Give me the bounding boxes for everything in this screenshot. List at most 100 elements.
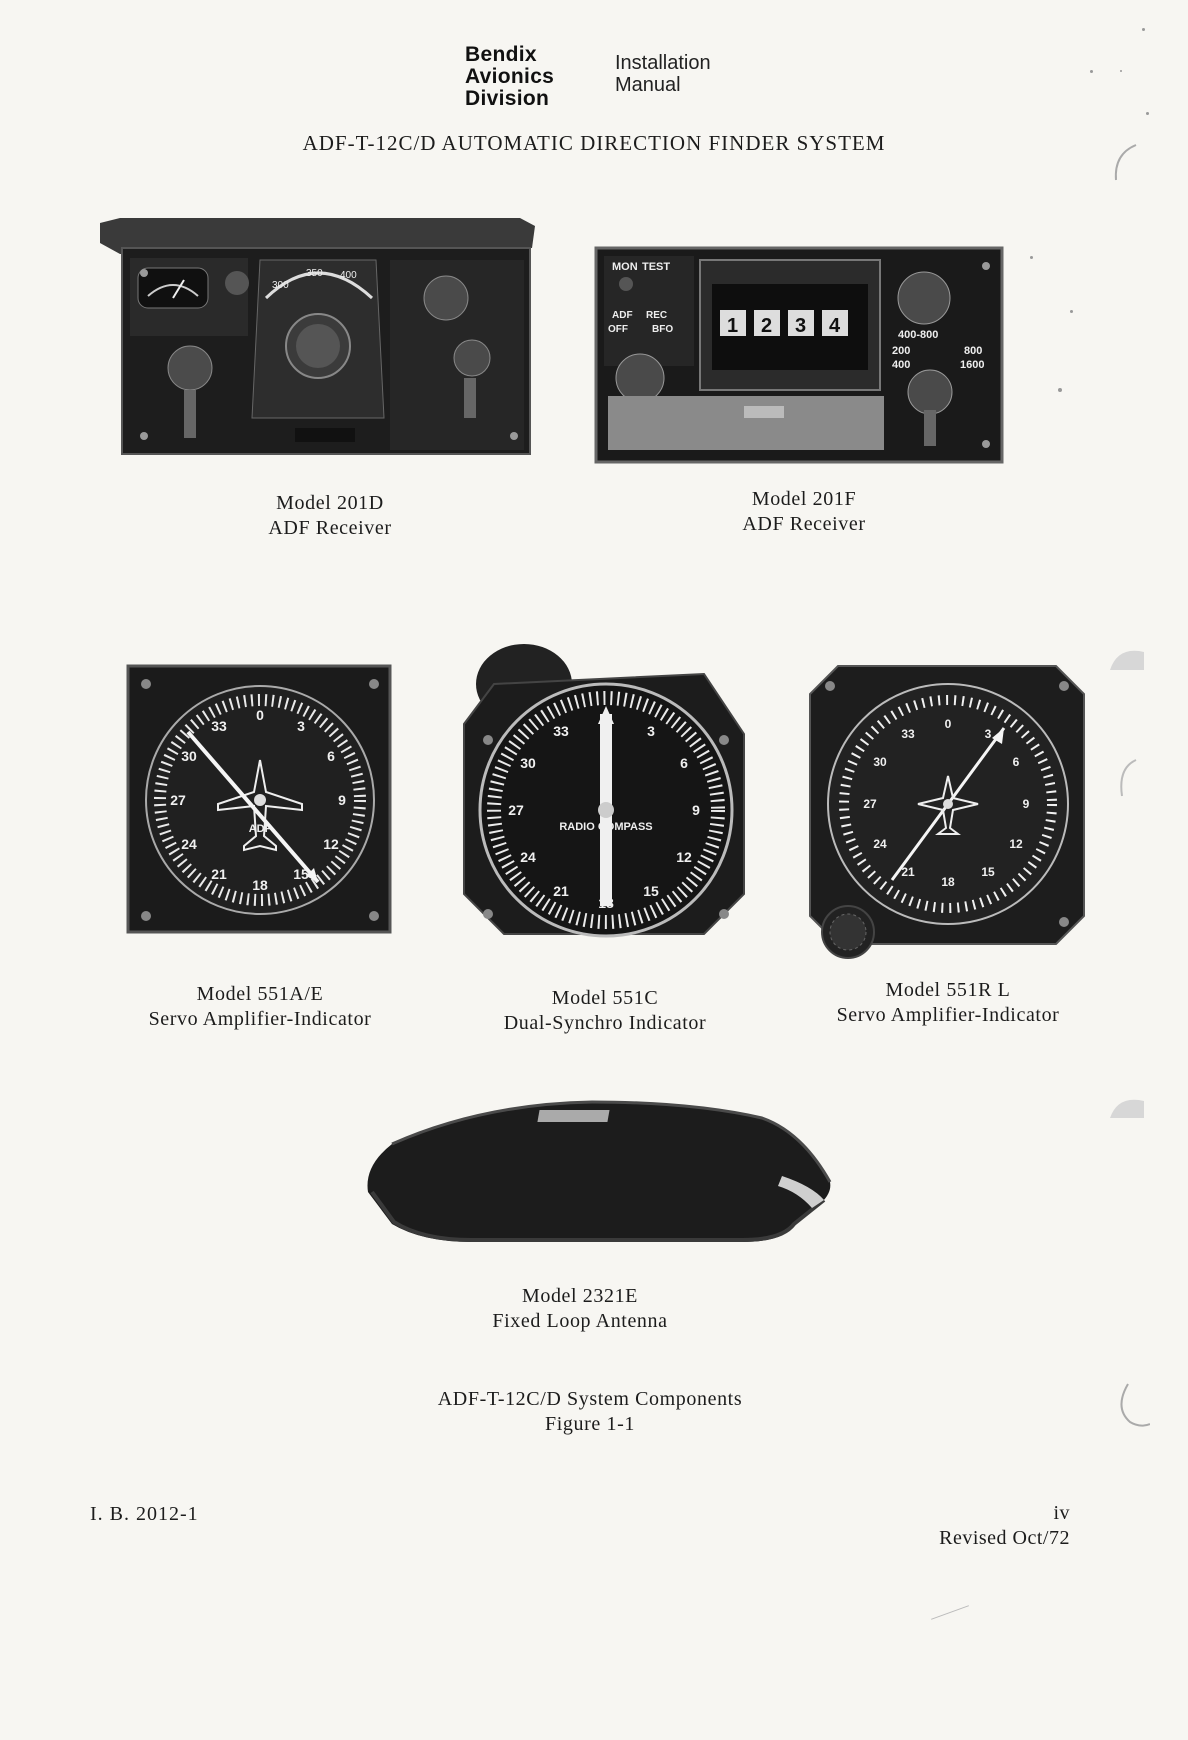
caption-2321e-desc: Fixed Loop Antenna: [492, 1310, 668, 1332]
f201-band-800: 800: [964, 345, 982, 357]
caption-2321e-model: Model 2321E: [521, 1285, 639, 1307]
dial-a-27: 27: [170, 792, 186, 808]
figure-number: Figure 1-1: [545, 1413, 635, 1435]
dial-a-12: 12: [323, 836, 339, 852]
f201-adf-label: ADF: [612, 310, 633, 321]
f201-rec-label: REC: [646, 310, 667, 321]
dial-c-9: 9: [692, 802, 700, 818]
caption-2321e: Model 2321E Fixed Loop Antenna: [460, 1284, 700, 1334]
caption-201d: Model 201D ADF Receiver: [230, 491, 430, 541]
ind-a-adf-logo: ADF: [249, 823, 272, 835]
dial-a-3: 3: [297, 718, 305, 734]
dial-c-30: 30: [520, 755, 536, 771]
dial-c-6: 6: [680, 755, 688, 771]
caption-201f-model: Model 201F: [751, 488, 857, 510]
manual-line-1: Installation: [615, 52, 711, 74]
f201-digit-2: 2: [761, 315, 772, 337]
binder-holes-decoration: [1110, 144, 1150, 1427]
caption-551rl-model: Model 551R L: [885, 979, 1011, 1001]
dial-a-9: 9: [338, 792, 346, 808]
bendix-logo: Bendix Avionics Division: [465, 44, 615, 110]
caption-201d-desc: ADF Receiver: [268, 517, 392, 539]
caption-551rl: Model 551R L Servo Amplifier-Indicator: [788, 978, 1108, 1028]
document-id: I. B. 2012-1: [90, 1503, 199, 1525]
dial-a-6: 6: [327, 748, 335, 764]
f201-band-400-800: 400-800: [898, 329, 938, 341]
svg-text:350: 350: [306, 268, 323, 279]
svg-text:400: 400: [340, 270, 357, 281]
dial-r-30: 30: [873, 755, 887, 769]
dial-a-21: 21: [211, 866, 227, 882]
document-title: ADF-T-12C/D AUTOMATIC DIRECTION FINDER S…: [302, 131, 886, 155]
speck-8: [931, 1605, 969, 1620]
dial-r-21: 21: [901, 865, 915, 879]
model-2321e-photo: [367, 1100, 832, 1242]
model-201f-photo: MON TEST ADF REC OFF BFO 1 2 3 4 400-800…: [594, 246, 1004, 464]
model-551ae-photo: 0 3 6 9 12 15 18 21 24 27 30 33 ADF: [126, 664, 392, 934]
dial-c-21: 21: [553, 883, 569, 899]
manual-label: Installation Manual: [615, 52, 711, 96]
caption-551ae: Model 551A/E Servo Amplifier-Indicator: [100, 982, 420, 1032]
speck-1: [1142, 28, 1145, 31]
speck-5: [1030, 256, 1033, 259]
caption-551rl-desc: Servo Amplifier-Indicator: [836, 1004, 1060, 1026]
dial-r-33: 33: [901, 727, 915, 741]
dial-r-0: 0: [945, 717, 952, 731]
dial-r-24: 24: [873, 837, 887, 851]
dial-r-9: 9: [1023, 797, 1030, 811]
caption-201f: Model 201F ADF Receiver: [704, 487, 904, 537]
f201-band-400: 400: [892, 359, 910, 371]
f201-band-1600: 1600: [960, 359, 984, 371]
dial-r-12: 12: [1009, 837, 1023, 851]
svg-text:300: 300: [272, 280, 289, 291]
caption-201d-model: Model 201D: [276, 492, 384, 514]
speck-4: [1146, 112, 1149, 115]
f201-test-label: TEST: [642, 261, 670, 273]
speck-7: [1070, 310, 1073, 313]
f201-digit-3: 3: [795, 315, 806, 337]
speck-3: [1120, 70, 1122, 72]
f201-digit-4: 4: [829, 315, 841, 337]
speck-6: [1058, 388, 1062, 392]
f201-band-200: 200: [892, 345, 910, 357]
dial-r-15: 15: [981, 865, 995, 879]
figure-caption: ADF-T-12C/D System Components Figure 1-1: [360, 1387, 820, 1437]
f201-mon-label: MON: [612, 261, 638, 273]
model-551c-photo: 0 3 6 9 12 15 18 21 24 27 30 33 RADIO CO…: [463, 644, 745, 938]
caption-551ae-model: Model 551A/E: [196, 983, 324, 1005]
caption-551c: Model 551C Dual-Synchro Indicator: [450, 986, 760, 1036]
dial-a-24: 24: [181, 836, 197, 852]
caption-551c-model: Model 551C: [551, 987, 659, 1009]
dial-a-33: 33: [211, 718, 227, 734]
logo-line-1: Bendix: [465, 43, 537, 66]
dial-c-33: 33: [553, 723, 569, 739]
page-number: iv: [1053, 1502, 1070, 1524]
caption-201f-desc: ADF Receiver: [742, 513, 866, 535]
figure-caption-text: ADF-T-12C/D System Components: [437, 1388, 743, 1410]
f201-bfo-label: BFO: [652, 324, 673, 335]
dial-r-18: 18: [941, 875, 955, 889]
model-201d-photo: 300 350 400: [100, 218, 535, 455]
dial-c-24: 24: [520, 849, 536, 865]
f201-off-label: OFF: [608, 324, 628, 335]
caption-551ae-desc: Servo Amplifier-Indicator: [148, 1008, 372, 1030]
f201-digit-1: 1: [727, 315, 738, 337]
dial-c-12: 12: [676, 849, 692, 865]
logo-line-3: Division: [465, 87, 550, 110]
dial-c-3: 3: [647, 723, 655, 739]
dial-a-30: 30: [181, 748, 197, 764]
dial-a-0: 0: [256, 707, 264, 723]
caption-551c-desc: Dual-Synchro Indicator: [503, 1012, 707, 1034]
dial-r-6: 6: [1013, 755, 1020, 769]
dial-r-3: 3: [985, 727, 992, 741]
dial-c-15: 15: [643, 883, 659, 899]
revision-date: Revised Oct/72: [939, 1527, 1070, 1549]
manual-line-2: Manual: [615, 74, 681, 96]
page-footer-right: iv Revised Oct/72: [939, 1501, 1070, 1551]
dial-c-27: 27: [508, 802, 524, 818]
model-551rl-photo: 0 3 6 9 12 15 18 21 24 27 30 33: [809, 665, 1085, 959]
logo-line-2: Avionics: [465, 65, 555, 88]
dial-r-27: 27: [863, 797, 877, 811]
dial-a-18: 18: [252, 877, 268, 893]
speck-2: [1090, 70, 1093, 73]
